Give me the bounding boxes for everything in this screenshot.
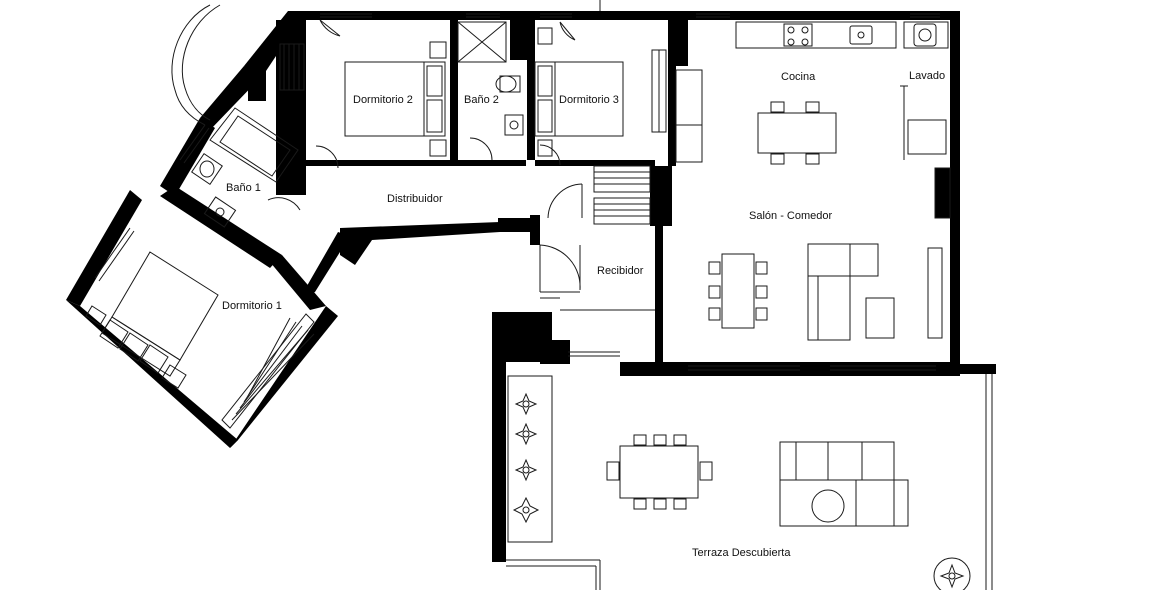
plants	[512, 392, 971, 590]
walls	[66, 11, 996, 562]
stair-hatch	[279, 43, 305, 91]
dormitorio-3-furniture	[534, 21, 667, 166]
salon-furniture	[708, 243, 943, 341]
windows	[94, 13, 940, 371]
bano-1-fixtures	[191, 107, 301, 228]
room-label-dormitorio-2: Dormitorio 2	[353, 94, 413, 106]
room-label-bano-2: Baño 2	[464, 94, 499, 106]
terraza-furniture	[506, 374, 993, 590]
room-label-bano-1: Baño 1	[226, 182, 261, 194]
room-label-distribuidor: Distribuidor	[387, 193, 443, 205]
stairs	[547, 165, 651, 225]
room-label-dormitorio-1: Dormitorio 1	[222, 300, 282, 312]
room-label-dormitorio-3: Dormitorio 3	[559, 94, 619, 106]
room-label-salon-comedor: Salón - Comedor	[749, 210, 833, 222]
dormitorio-1-furniture	[85, 251, 315, 429]
lavado-fixtures	[900, 21, 951, 219]
room-label-lavado: Lavado	[909, 70, 946, 82]
room-label-terraza: Terraza Descubierta	[692, 547, 791, 559]
cocina-furniture	[675, 21, 897, 165]
dormitorio-2-furniture	[315, 19, 447, 169]
room-label-cocina: Cocina	[781, 71, 816, 83]
room-label-recibidor: Recibidor	[597, 265, 644, 277]
recibidor-door	[539, 244, 655, 311]
bano-2-fixtures	[457, 21, 524, 161]
balcony-arc	[171, 4, 211, 126]
